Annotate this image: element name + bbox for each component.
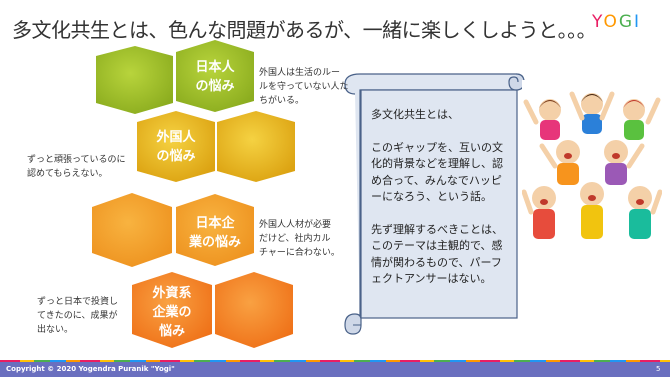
hex-label-line: の悩み — [156, 149, 196, 164]
logo-letter-y: Y — [592, 12, 604, 32]
hex-label-japanese-companies: 日本企 業の悩み — [178, 214, 252, 252]
logo-letter-o: O — [603, 12, 619, 32]
hex-label-japanese-people: 日本人 の悩み — [180, 58, 250, 96]
page-number: 5 — [656, 365, 661, 373]
note-line: ちがいる。 — [259, 96, 305, 106]
hex-label-line: 業の悩み — [188, 235, 241, 250]
hex-label-line: 悩み — [158, 324, 185, 339]
hex-label-line: 外資系 — [152, 286, 192, 301]
hex-label-line: 日本人 — [195, 60, 235, 75]
hex-row4-right — [215, 272, 293, 348]
scroll-paragraph-subjective: 先ず理解するべきことは、このテーマは主観的で、感情が関わるもので、パーフェクトア… — [371, 222, 503, 286]
hex-row2-right — [217, 111, 295, 182]
note-line: 認めてもらえない。 — [27, 169, 108, 179]
note-japanese-companies: 外国人人材が必要 だけど、社内カル チャーに合わない。 — [259, 218, 359, 260]
hex-row1-left — [96, 46, 173, 114]
footer-stripe — [0, 360, 670, 363]
note-line: ずっと頑張っているのに — [27, 155, 126, 165]
hex-foreign-companies — [132, 272, 212, 348]
scroll-text: 多文化共生とは、 このギャップを、互いの文化的背景などを理解し、認め合って、みん… — [371, 107, 509, 304]
scroll-paragraph-intro: 多文化共生とは、 — [371, 108, 459, 121]
slide-title: 多文化共生とは、色んな問題があるが、一緒に楽しくしようと。。。 — [12, 18, 597, 42]
hex-label-foreign-people: 外国人 の悩み — [141, 128, 211, 166]
note-foreign-companies: ずっと日本で投資し てきたのに、成果が 出ない。 — [37, 295, 137, 337]
scroll-paragraph-gap: このギャップを、互いの文化的背景などを理解し、認め合って、みんなでハッピーになろ… — [371, 140, 503, 204]
logo-letter-g: G — [618, 12, 635, 32]
yogi-logo: YOGI — [592, 12, 641, 32]
note-line: 出ない。 — [37, 325, 74, 335]
hex-japanese-companies — [176, 194, 254, 266]
note-line: だけど、社内カル — [259, 234, 331, 244]
note-line: てきたのに、成果が — [37, 311, 118, 321]
note-line: 外国人人材が必要 — [259, 220, 332, 230]
logo-letter-i: I — [634, 12, 642, 32]
note-line: ずっと日本で投資し — [37, 297, 119, 307]
footer-copyright: Copyright © 2020 Yogendra Puranik "Yogi" — [6, 365, 175, 373]
note-foreign-people: ずっと頑張っているのに 認めてもらえない。 — [27, 153, 137, 181]
hex-label-line: 日本企 — [195, 216, 235, 231]
hex-japanese-people — [176, 40, 254, 112]
note-line: 外国人は生活のルー — [259, 68, 341, 78]
hex-foreign-people — [137, 111, 215, 182]
note-line: ルを守っていない人た — [259, 82, 349, 92]
hex-label-foreign-companies: 外資系 企業の 悩み — [137, 284, 207, 341]
hex-row3-left — [92, 193, 172, 267]
note-line: チャーに合わない。 — [259, 248, 340, 258]
note-japanese-people: 外国人は生活のルー ルを守っていない人た ちがいる。 — [259, 66, 359, 108]
hex-label-line: 企業の — [152, 305, 192, 320]
footer-bar — [0, 362, 670, 377]
scroll-banner — [344, 73, 525, 335]
hex-label-line: の悩み — [195, 79, 235, 94]
cheering-people-illustration — [522, 80, 662, 246]
hex-label-line: 外国人 — [156, 130, 196, 145]
